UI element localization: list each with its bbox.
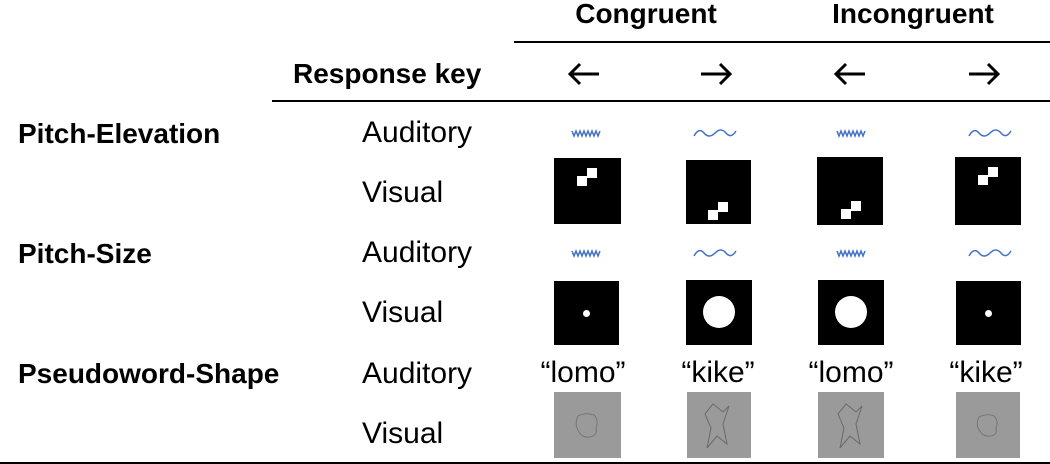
small-circle-stimulus <box>956 281 1021 345</box>
modality-auditory: Auditory <box>362 236 473 269</box>
pseudoword-lomo: “lomo” <box>808 356 894 389</box>
right-arrow-icon <box>969 62 1001 86</box>
pseudoword-kike: “kike” <box>681 356 755 389</box>
modality-visual: Visual <box>362 296 444 329</box>
low-pitch-wave-icon <box>693 129 737 137</box>
congruent-header: Congruent <box>575 0 717 29</box>
high-elevation-stimulus <box>955 157 1021 225</box>
response-key-label: Response key <box>293 58 482 89</box>
high-elevation-stimulus <box>554 158 621 224</box>
incongruent-header: Incongruent <box>832 0 994 29</box>
left-arrow-icon <box>833 62 865 86</box>
spiky-shape-stimulus <box>687 392 751 458</box>
pseudoword-lomo: “lomo” <box>540 356 626 389</box>
high-pitch-wave-icon <box>571 128 601 138</box>
small-circle-stimulus <box>554 281 619 345</box>
task-pitch-size: Pitch-Size <box>18 238 152 269</box>
modality-auditory: Auditory <box>362 116 473 149</box>
rounded-shape-stimulus <box>956 392 1020 458</box>
modality-auditory: Auditory <box>362 357 473 390</box>
header-rule <box>514 41 1050 43</box>
left-arrow-icon <box>567 62 599 86</box>
high-pitch-wave-icon <box>571 248 601 258</box>
high-pitch-wave-icon <box>836 128 866 138</box>
right-arrow-icon <box>701 62 733 86</box>
low-pitch-wave-icon <box>968 129 1012 137</box>
low-pitch-wave-icon <box>968 249 1012 257</box>
high-pitch-wave-icon <box>836 248 866 258</box>
spiky-shape-stimulus <box>818 392 884 458</box>
modality-visual: Visual <box>362 417 444 450</box>
task-pitch-elevation: Pitch-Elevation <box>18 118 221 149</box>
large-circle-stimulus <box>818 280 884 345</box>
rounded-shape-stimulus <box>554 392 621 458</box>
large-circle-stimulus <box>686 280 752 345</box>
low-elevation-stimulus <box>817 157 883 225</box>
task-pseudoword-shape: Pseudoword-Shape <box>18 358 280 389</box>
pseudoword-kike: “kike” <box>949 356 1023 389</box>
bottom-rule <box>0 462 1050 464</box>
modality-visual: Visual <box>362 176 444 209</box>
low-elevation-stimulus <box>686 160 751 224</box>
key-rule <box>272 100 1050 102</box>
low-pitch-wave-icon <box>693 249 737 257</box>
